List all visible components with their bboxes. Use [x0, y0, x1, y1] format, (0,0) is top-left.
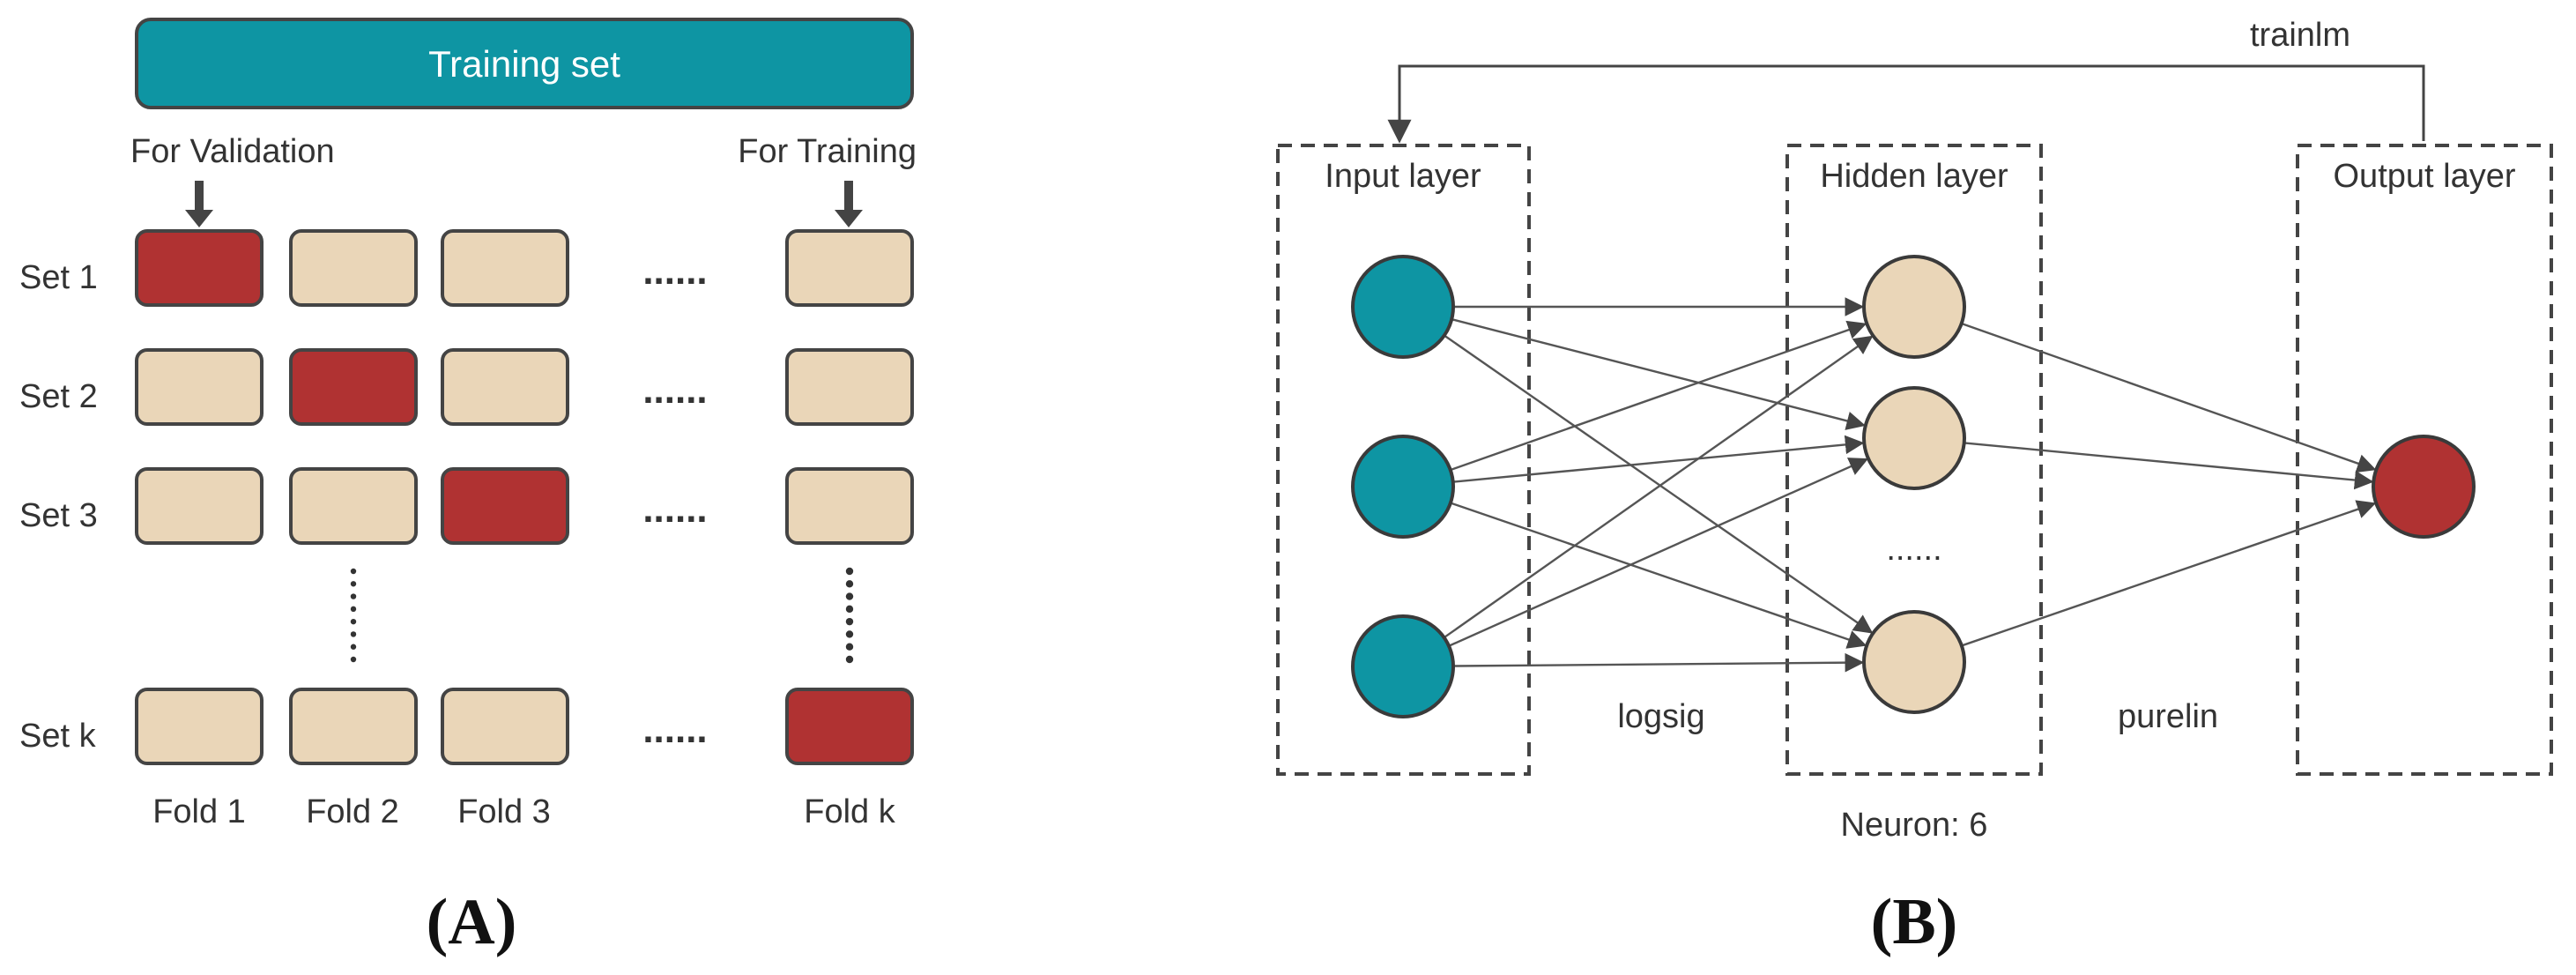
output-layer-label: Output layer	[2334, 158, 2516, 195]
ellipsis-dot	[845, 643, 854, 651]
fold-box-set-2-fold-3-training	[441, 348, 569, 426]
input-layer-box	[1276, 144, 1531, 776]
fold-label-k: Fold k	[804, 793, 895, 830]
fold-box-set-2-fold-k-training	[785, 348, 914, 426]
validation-arrow	[185, 181, 213, 227]
row-ellipsis-set-k: ......	[642, 708, 707, 751]
fold-box-set-2-fold-1-training	[135, 348, 264, 426]
hidden-layer-box	[1785, 144, 2043, 776]
hidden-neuron-1	[1862, 255, 1966, 359]
edge-input-2-hidden-1	[1450, 320, 1867, 472]
fold-box-set-k-fold-k-validation	[785, 688, 914, 765]
ellipsis-dot	[845, 580, 854, 588]
fold-label-2: Fold 2	[306, 793, 399, 830]
vertical-ellipsis-col-2	[350, 568, 357, 663]
fold-box-set-1-fold-1-validation	[135, 229, 264, 307]
fold-box-set-k-fold-2-training	[289, 688, 418, 765]
input-neuron-1	[1351, 255, 1455, 359]
fold-box-set-3-fold-3-validation	[441, 467, 569, 545]
ellipsis-dot	[350, 606, 357, 613]
ellipsis-dot	[845, 567, 854, 576]
ellipsis-dot	[845, 630, 854, 638]
row-label-set-3: Set 3	[19, 497, 98, 534]
ellipsis-dot	[350, 581, 357, 587]
edge-input-3-hidden-1	[1443, 335, 1874, 639]
row-label-set-k: Set k	[19, 718, 97, 755]
edge-input-3-hidden-3	[1452, 652, 1865, 673]
input-neuron-3	[1351, 614, 1455, 718]
panel-b-label: (B)	[1871, 886, 1958, 958]
fold-box-set-1-fold-3-training	[441, 229, 569, 307]
hidden-neuron-3	[1862, 610, 1966, 714]
fold-box-set-3-fold-1-training	[135, 467, 264, 545]
fold-box-set-k-fold-1-training	[135, 688, 264, 765]
output-neuron	[2372, 435, 2476, 539]
edge-input-1-hidden-2	[1451, 318, 1866, 430]
edge-hidden-2-output	[1964, 442, 2374, 490]
edge-input-2-hidden-3	[1450, 502, 1867, 649]
fold-box-set-3-fold-k-training	[785, 467, 914, 545]
panel-a-label: (A)	[427, 886, 517, 958]
fold-box-set-k-fold-3-training	[441, 688, 569, 765]
panel-a: Training set For Validation For Training…	[19, 18, 917, 958]
network-nodes	[1351, 255, 2476, 718]
input-layer-label: Input layer	[1325, 158, 1481, 195]
trainlm-label: trainlm	[2250, 17, 2350, 54]
trainlm-feedback-line	[1387, 64, 2425, 144]
edge-input-3-hidden-2	[1448, 458, 1869, 647]
fold-box-set-3-fold-2-training	[289, 467, 418, 545]
fold-box-set-1-fold-k-training	[785, 229, 914, 307]
edge-hidden-3-output	[1961, 500, 2377, 647]
hidden-ellipsis: ......	[1886, 531, 1941, 568]
edge-input-1-hidden-3	[1444, 334, 1874, 634]
fold-box-set-2-fold-2-validation	[289, 348, 418, 426]
fold-label-3: Fold 3	[457, 793, 551, 830]
training-set-label: Training set	[428, 43, 620, 85]
network-connections	[1443, 297, 2377, 673]
hidden-layer-label: Hidden layer	[1820, 158, 2008, 195]
for-validation-label: For Validation	[130, 133, 335, 170]
vertical-ellipsis-col-k	[845, 567, 854, 664]
logsig-label: logsig	[1617, 698, 1704, 735]
edge-hidden-1-output	[1961, 322, 2377, 473]
hidden-neuron-2	[1862, 386, 1966, 490]
edge-input-2-hidden-2	[1452, 435, 1865, 483]
ellipsis-dot	[350, 568, 357, 575]
ellipsis-dot	[350, 618, 357, 625]
ellipsis-dot	[845, 655, 854, 664]
neuron-count-label: Neuron: 6	[1841, 807, 1988, 844]
training-set-banner	[135, 18, 914, 109]
row-ellipsis-set-3: ......	[642, 488, 707, 531]
for-training-label: For Training	[738, 133, 917, 170]
input-neuron-2	[1351, 435, 1455, 539]
ellipsis-dot	[845, 605, 854, 614]
fold-label-1: Fold 1	[152, 793, 246, 830]
training-arrow	[835, 181, 863, 227]
panel-b: trainlm Input layer Hidden layer Output …	[1276, 17, 2553, 958]
ellipsis-dot	[350, 644, 357, 650]
fold-grid	[135, 229, 914, 765]
purelin-label: purelin	[2118, 698, 2218, 735]
ellipsis-dot	[845, 592, 854, 600]
ellipsis-dot	[350, 656, 357, 663]
ellipsis-dot	[845, 617, 854, 626]
output-layer-box	[2296, 144, 2553, 776]
row-label-set-2: Set 2	[19, 378, 98, 415]
row-ellipsis-set-1: ......	[642, 249, 707, 293]
row-label-set-1: Set 1	[19, 259, 98, 296]
fold-box-set-1-fold-2-training	[289, 229, 418, 307]
ellipsis-dot	[350, 631, 357, 637]
row-ellipsis-set-2: ......	[642, 368, 707, 412]
ellipsis-dot	[350, 593, 357, 599]
